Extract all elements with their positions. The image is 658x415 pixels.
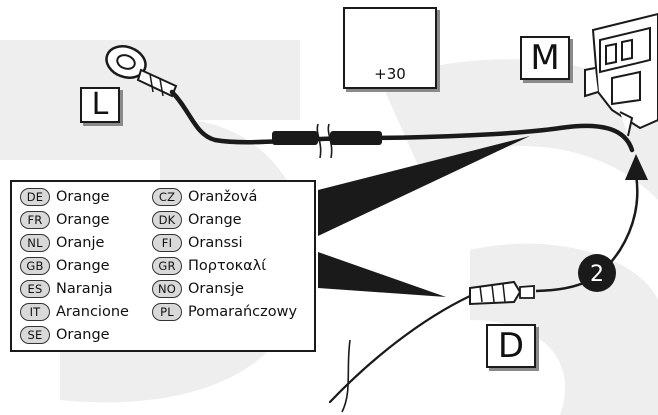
lang-code-es: ES [20,280,50,298]
lang-color-no: Oransje [188,281,244,297]
lang-code-pl: PL [152,303,182,321]
legend-row-gr: GR Πορτοκαλί [152,255,266,277]
lang-code-no: NO [152,280,182,298]
lang-color-pl: Pomarańczowy [188,304,298,320]
lang-color-es: Naranja [56,281,113,297]
lang-code-fi: FI [152,234,182,252]
route-arrow [535,174,639,293]
legend-row-es: ES Naranja [20,278,113,300]
heat-shrink-left [272,131,318,145]
legend-row-dk: DK Orange [152,209,242,231]
legend-row-no: NO Oransje [152,278,244,300]
legend-row-pl: PL Pomarańczowy [152,301,297,323]
legend-row-fr: FR Orange [20,209,110,231]
lang-code-dk: DK [152,211,182,229]
spade-connector-icon [469,280,535,306]
heat-shrink-right [330,131,382,145]
lang-color-dk: Orange [188,212,242,228]
callout-l: L [80,87,120,123]
lang-color-se: Orange [56,327,110,343]
lang-code-fr: FR [20,211,50,229]
color-legend: DE Orange FR Orange NL Oranje GB Orange … [10,180,316,352]
legend-row-gb: GB Orange [20,255,110,277]
callout-l-text: L [91,87,109,122]
legend-row-cz: CZ Oranžová [152,186,257,208]
arrow-head-icon [625,154,648,180]
fly-lead-wire [328,294,472,404]
callout-d-text: D [497,326,525,366]
legend-row-de: DE Orange [20,186,110,208]
lang-code-de: DE [20,188,50,206]
legend-row-nl: NL Oranje [20,232,104,254]
callout-d: D [486,324,536,368]
lang-color-de: Orange [56,189,110,205]
legend-row-it: IT Arancione [20,301,129,323]
lang-code-se: SE [20,326,50,344]
cable-break-icon [316,123,333,159]
lang-color-gr: Πορτοκαλί [188,258,267,274]
lang-color-gb: Orange [56,258,110,274]
lang-code-cz: CZ [152,188,182,206]
fuse-box: +30 [343,7,437,89]
legend-pointer-lower [318,252,446,297]
callout-m: M [520,36,570,80]
fly-lead-end [341,339,351,413]
lang-color-it: Arancione [56,304,129,320]
legend-row-se: SE Orange [20,324,110,346]
lang-code-gr: GR [152,257,182,275]
lang-color-fi: Oranssi [188,235,243,251]
callout-m-text: M [530,38,560,78]
connector-housing-icon [584,12,658,137]
fuse-label: +30 [374,65,406,83]
ring-terminal-icon [105,45,178,98]
legend-pointer-upper [318,136,530,236]
lang-color-nl: Oranje [56,235,105,251]
lang-code-gb: GB [20,257,50,275]
lang-code-nl: NL [20,234,50,252]
legend-row-fi: FI Oranssi [152,232,243,254]
step-badge-circle [578,254,616,292]
step-number: 2 [590,262,604,287]
lang-color-fr: Orange [56,212,110,228]
lang-color-cz: Oranžová [188,189,258,205]
lang-code-it: IT [20,303,50,321]
